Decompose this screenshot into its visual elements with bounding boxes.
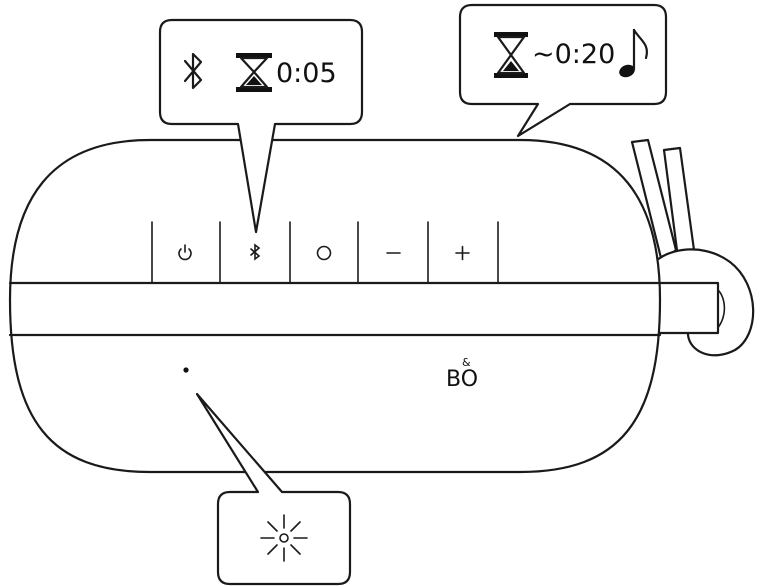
callout-indicator-light (195, 392, 352, 586)
play-pause-button[interactable] (316, 245, 332, 261)
indicator-light (183, 367, 189, 373)
hourglass-icon (236, 53, 272, 92)
brand-logo: & BO (446, 356, 478, 392)
bluetooth-icon (250, 243, 261, 261)
plus-icon (455, 245, 470, 261)
speaker-body (8, 138, 662, 474)
callout-button-timer: ~0:20 (458, 3, 668, 138)
logo-letters: BO (446, 367, 478, 392)
logo-ampersand: & (462, 356, 471, 369)
power-button[interactable] (178, 244, 192, 261)
circle-icon (316, 245, 332, 261)
volume-up-button[interactable] (455, 245, 470, 261)
blinking-light-icon (260, 514, 308, 562)
bluetooth-timer-duration: 0:05 (276, 58, 337, 89)
power-icon (178, 244, 192, 261)
carry-strap (630, 138, 755, 357)
callout-bluetooth-timer: 0:05 (158, 18, 364, 234)
bluetooth-button[interactable] (250, 243, 261, 261)
bluetooth-icon (183, 52, 203, 90)
hourglass-icon (494, 32, 528, 78)
button-panel (151, 221, 499, 284)
button-timer-duration: ~0:20 (532, 39, 615, 70)
music-note-icon (619, 28, 648, 78)
